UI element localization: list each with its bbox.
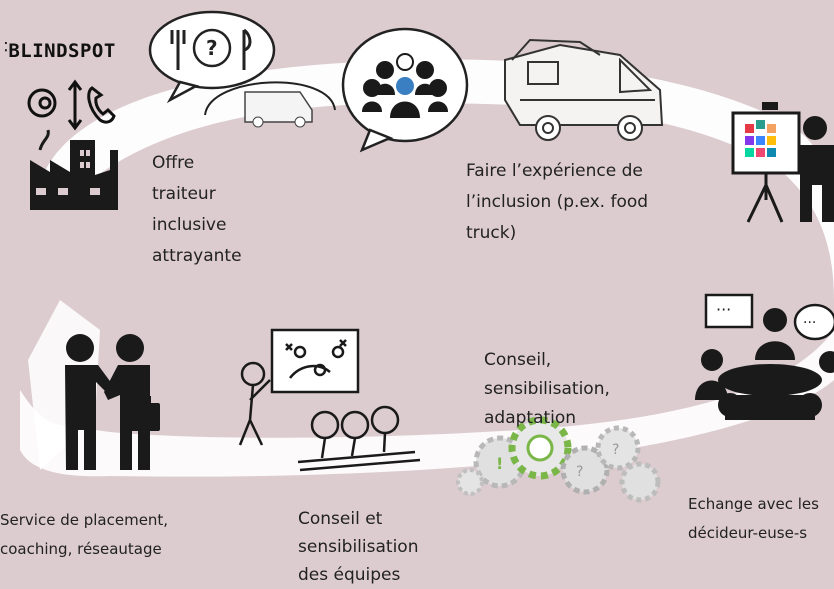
gears-icon: ! ? ?	[456, 416, 661, 503]
handshake-icon	[65, 334, 160, 470]
svg-text:?: ?	[612, 442, 619, 458]
svg-text:?: ?	[206, 36, 218, 60]
food-truck-icon	[504, 38, 664, 141]
team-training-icon	[238, 328, 421, 472]
highlight-person-icon	[396, 77, 414, 95]
step-offre-label: Offre traiteur inclusive attrayante	[152, 153, 242, 266]
step-placement-label: Service de placement, coaching, réseauta…	[0, 511, 169, 558]
step-echange-label: Echange avec les décideur-euse-s	[688, 495, 819, 542]
contact-icons	[27, 79, 116, 131]
blindspot-logo: ⁚BLINDSPOT	[4, 40, 116, 62]
svg-text:···: ···	[716, 300, 731, 319]
presentation-board-icon	[731, 102, 834, 223]
step-conseil-adaptation-label: Conseil, sensibilisation, adaptation	[484, 350, 610, 428]
svg-text:!: !	[496, 454, 503, 473]
step-conseil-equipes-label: Conseil et sensibilisation des équipes	[298, 509, 419, 585]
svg-text:?: ?	[576, 464, 583, 480]
svg-text:···: ···	[803, 315, 816, 331]
meeting-icon: ··· ···	[695, 293, 834, 420]
dining-speech-bubble: ?	[148, 10, 276, 104]
truck-speech-bubble	[204, 81, 336, 128]
group-speech-bubble	[341, 27, 469, 153]
factory-icon	[30, 129, 118, 210]
step-experience-label: Faire l’expérience de l’inclusion (p.ex.…	[466, 161, 649, 243]
